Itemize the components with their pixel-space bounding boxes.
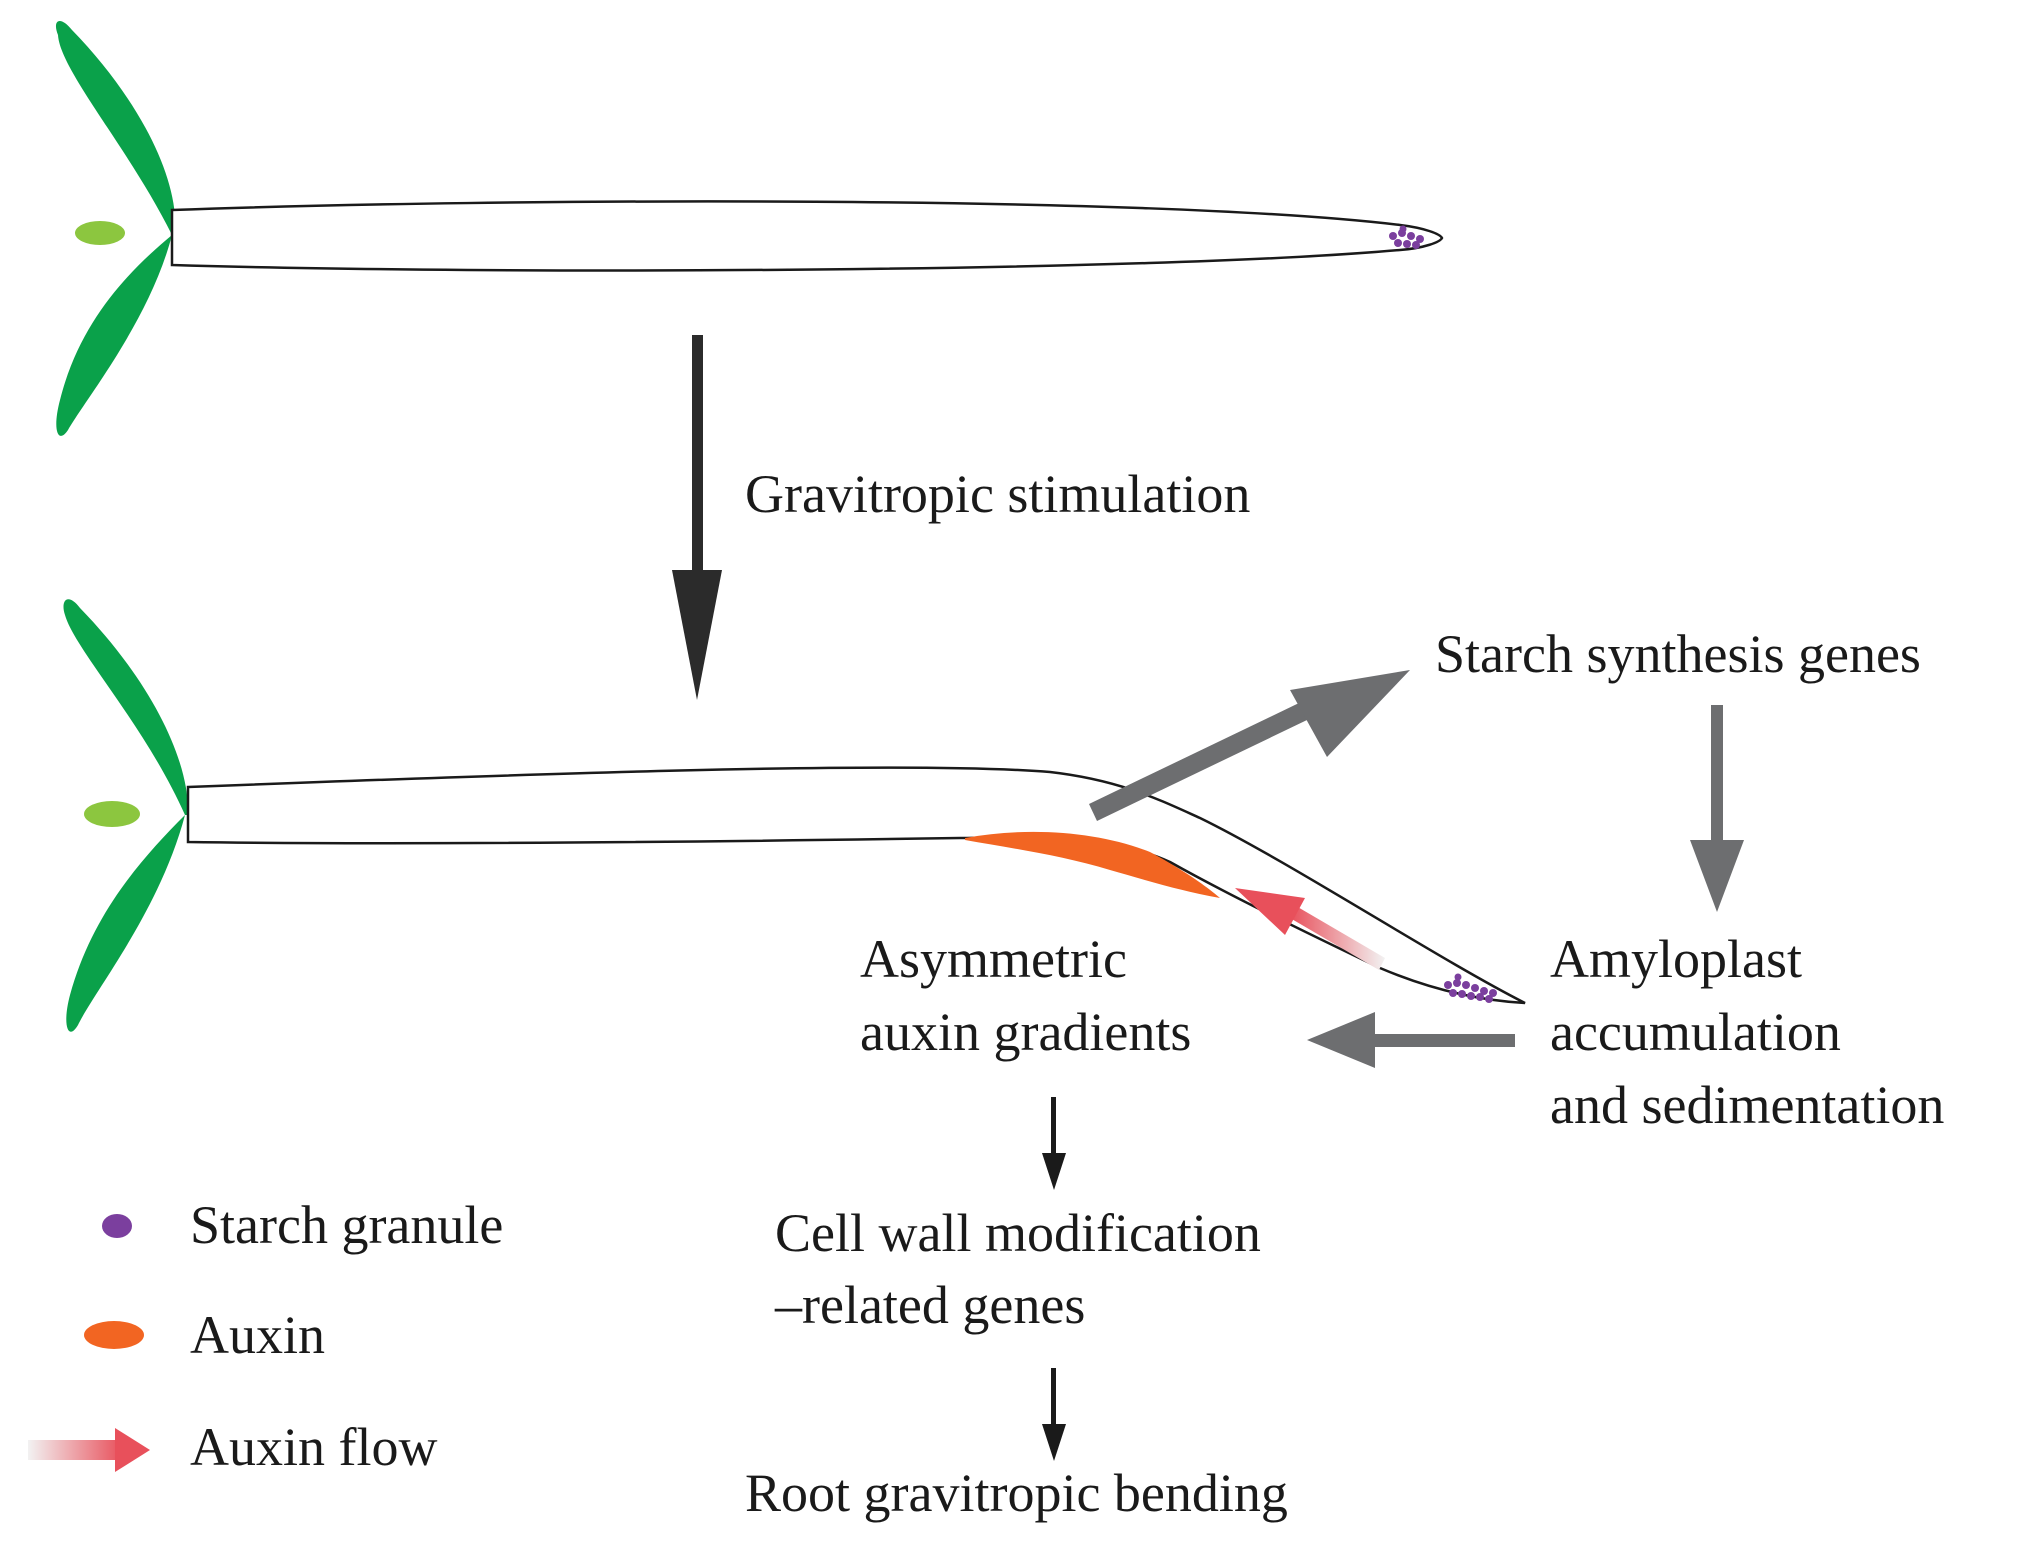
seedling-after	[63, 599, 1526, 1032]
arrow-to-starch-genes	[1089, 670, 1410, 821]
auxin-legend-icon	[84, 1321, 144, 1349]
label-cell-wall-line2: –related genes	[774, 1275, 1085, 1335]
label-gravitropic-stimulation: Gravitropic stimulation	[745, 464, 1250, 524]
auxin-flow-arrow	[1235, 888, 1385, 970]
lower-leaf	[66, 815, 185, 1032]
label-asymmetric-line2: auxin gradients	[860, 1002, 1191, 1062]
label-root-gravitropic-bending: Root gravitropic bending	[745, 1463, 1288, 1523]
hypocotyl-stub	[75, 221, 125, 245]
label-starch-synthesis-genes: Starch synthesis genes	[1435, 624, 1921, 684]
legend-auxin-flow: Auxin flow	[190, 1417, 437, 1477]
arrow-to-auxin-gradients	[1307, 1012, 1515, 1068]
label-asymmetric-line1: Asymmetric	[860, 929, 1127, 989]
label-amyloplast-line2: accumulation	[1550, 1002, 1841, 1062]
label-cell-wall-line1: Cell wall modification	[775, 1203, 1261, 1263]
label-amyloplast-line3: and sedimentation	[1550, 1075, 1944, 1135]
auxin-band	[965, 831, 1220, 898]
upper-leaf	[63, 599, 189, 815]
arrow-to-root-bending	[1042, 1368, 1066, 1461]
label-amyloplast-line1: Amyloplast	[1550, 929, 1802, 989]
legend-starch-granule: Starch granule	[190, 1195, 503, 1255]
arrow-to-cell-wall	[1042, 1097, 1066, 1190]
auxin-flow-legend-icon	[28, 1428, 150, 1472]
root-after	[186, 766, 1526, 1005]
lower-leaf	[56, 235, 173, 436]
gravitropic-stimulation-arrow	[672, 335, 722, 700]
root-before	[170, 200, 1444, 272]
upper-leaf	[55, 20, 176, 236]
hypocotyl-stub	[84, 801, 140, 827]
seedling-before	[55, 20, 1444, 436]
starch-granule-legend-icon	[102, 1214, 132, 1238]
starch-granules-after	[1444, 973, 1497, 1003]
arrow-to-amyloplast	[1690, 705, 1744, 912]
legend: Starch granule Auxin Auxin flow	[28, 1195, 503, 1477]
starch-granules-before	[1389, 225, 1424, 249]
legend-auxin: Auxin	[190, 1305, 325, 1365]
